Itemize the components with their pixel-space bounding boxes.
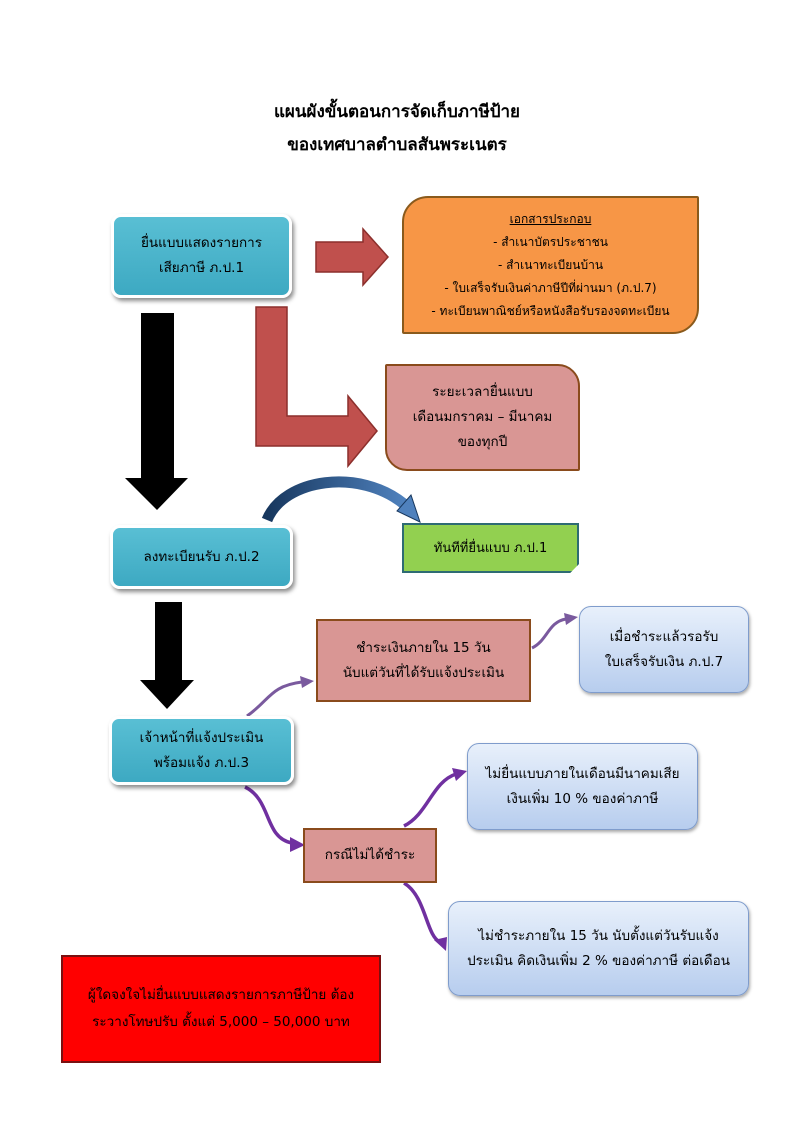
late-filing-line2: เงินเพิ่ม 10 % ของค่าภาษี (506, 790, 659, 807)
step-register-line1: ลงทะเบียนรับ ภ.ป.2 (143, 548, 260, 565)
step-submit-form: ยื่นแบบแสดงรายการ เสียภาษี ภ.ป.1 (111, 214, 292, 298)
receipt-line2: ใบเสร็จรับเงิน ภ.ป.7 (604, 653, 724, 670)
payment-box: ชำระเงินภายใน 15 วัน นับแต่วันที่ได้รับแ… (316, 619, 531, 702)
penalty-box: ผู้ใดจงใจไม่ยื่นแบบแสดงรายการภาษีป้าย ต้… (61, 955, 381, 1063)
arrowhead-notpaid (290, 837, 305, 852)
late-filing-box: ไม่ยื่นแบบภายในเดือนมีนาคมเสีย เงินเพิ่ม… (467, 743, 698, 830)
penalty-line1: ผู้ใดจงใจไม่ยื่นแบบแสดงรายการภาษีป้าย ต้… (87, 987, 355, 1003)
documents-item: - สำเนาทะเบียนบ้าน (497, 257, 604, 272)
not-paid-box: กรณีไม่ได้ชำระ (303, 828, 437, 883)
same-day-text: ทันทีที่ยื่นแบบ ภ.ป.1 (433, 540, 548, 556)
penalty-line2: ระวางโทษปรับ ตั้งแต่ 5,000 – 50,000 บาท (92, 1014, 350, 1030)
not-paid-text: กรณีไม่ได้ชำระ (324, 847, 416, 863)
payment-line1: ชำระเงินภายใน 15 วัน (356, 639, 491, 656)
arrowhead-latepayment (434, 937, 447, 951)
page-title-line2: ของเทศบาลตำบลสันพระเนตร (287, 135, 507, 155)
filing-period-box: ระยะเวลายื่นแบบ เดือนมกราคม – มีนาคม ของ… (385, 364, 580, 471)
down-arrow-2 (140, 602, 194, 709)
page-title-line1: แผนผังขั้นตอนการจัดเก็บภาษีป้าย (273, 102, 521, 122)
connector-assess-to-payment (246, 680, 303, 718)
filing-period-line1: ระยะเวลายื่นแบบ (432, 384, 533, 400)
curved-arrow-head (396, 494, 421, 523)
late-payment-line1: ไม่ชำระภายใน 15 วัน นับตั้งแต่วันรับแจ้ง (478, 927, 719, 944)
connector-notpaid-to-latepayment (402, 881, 442, 944)
payment-line2: นับแต่วันที่ได้รับแจ้งประเมิน (342, 664, 505, 681)
documents-heading: เอกสารประกอบ (509, 211, 592, 226)
late-filing-line1: ไม่ยื่นแบบภายในเดือนมีนาคมเสีย (485, 765, 680, 782)
connector-assess-to-notpaid (244, 785, 293, 845)
bent-arrow-to-filing-period (255, 306, 378, 469)
documents-item: - ทะเบียนพาณิชย์หรือหนังสือรับรองจดทะเบี… (431, 303, 670, 318)
curved-arrow-to-same-day (261, 476, 408, 523)
step-assess-line2: พร้อมแจ้ง ภ.ป.3 (153, 754, 250, 771)
late-payment-line2: ประเมิน คิดเงินเพิ่ม 2 % ของค่าภาษี ต่อเ… (467, 952, 730, 969)
receipt-line1: เมื่อชำระแล้วรอรับ (609, 628, 719, 645)
step-submit-line1: ยื่นแบบแสดงรายการ (140, 235, 263, 251)
arrowhead-receipt (564, 613, 578, 625)
right-arrow-to-documents (315, 227, 390, 287)
connector-payment-to-receipt (531, 617, 567, 650)
documents-box: เอกสารประกอบ - สำเนาบัตรประชาชน - สำเนาท… (402, 196, 699, 334)
same-day-box: ทันทีที่ยื่นแบบ ภ.ป.1 (402, 523, 579, 573)
filing-period-line2: เดือนมกราคม – มีนาคม (412, 409, 553, 425)
late-payment-box: ไม่ชำระภายใน 15 วัน นับตั้งแต่วันรับแจ้ง… (448, 901, 749, 996)
arrowhead-latefiling (452, 768, 467, 781)
step-assess-line1: เจ้าหน้าที่แจ้งประเมิน (139, 729, 264, 746)
documents-item: - ใบเสร็จรับเงินค่าภาษีปีที่ผ่านมา (ภ.ป.… (444, 280, 657, 295)
arrowhead-payment (300, 676, 314, 688)
step-register: ลงทะเบียนรับ ภ.ป.2 (110, 525, 293, 589)
connector-notpaid-to-latefiling (403, 772, 457, 828)
step-assess: เจ้าหน้าที่แจ้งประเมิน พร้อมแจ้ง ภ.ป.3 (109, 716, 294, 785)
down-arrow-1 (125, 313, 188, 510)
receipt-box: เมื่อชำระแล้วรอรับ ใบเสร็จรับเงิน ภ.ป.7 (579, 606, 749, 693)
step-submit-line2: เสียภาษี ภ.ป.1 (158, 260, 245, 276)
filing-period-line3: ของทุกปี (457, 434, 508, 450)
documents-item: - สำเนาบัตรประชาชน (493, 234, 608, 249)
